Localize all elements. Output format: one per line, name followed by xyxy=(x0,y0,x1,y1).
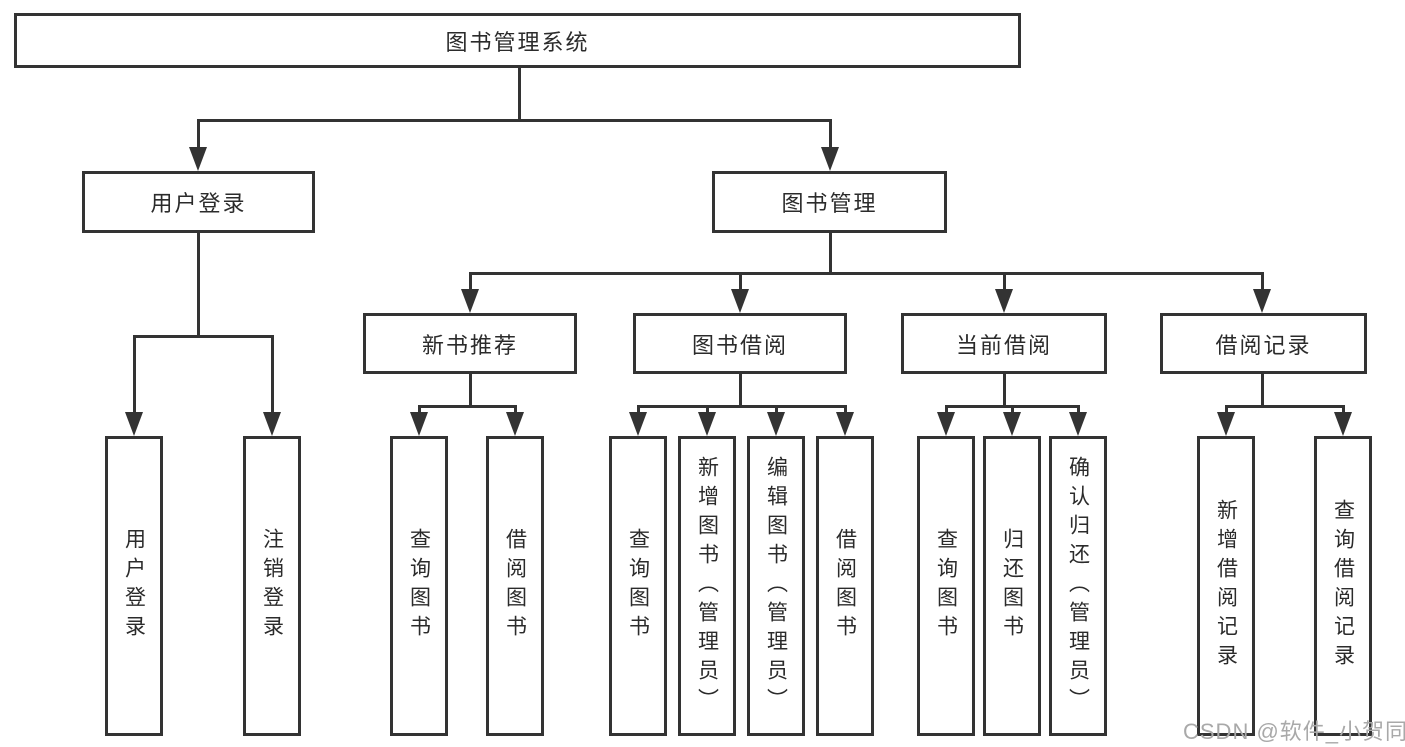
node-label: 当前借阅 xyxy=(955,332,1052,358)
connector-new-book-rec-children xyxy=(418,405,517,408)
connector-user-login-children xyxy=(133,335,274,338)
arrowhead-user-login xyxy=(189,147,207,171)
node-label: 用户登录 xyxy=(122,528,146,644)
connector-cur-return-stub xyxy=(1011,405,1014,415)
connector-bor-query-stub xyxy=(637,405,640,415)
connector-brec-add-stub xyxy=(1225,405,1228,415)
connector-rec-query-stub xyxy=(418,405,421,415)
connector-cur-query-stub xyxy=(945,405,948,415)
connector-book-borrow-stub xyxy=(739,272,742,292)
connector-level3 xyxy=(469,272,1264,275)
connector-user-login-stub xyxy=(197,119,200,150)
node-leaf-bor-edit-books-admin: 编辑图书（管理员） xyxy=(747,436,805,736)
connector-book-borrow-down xyxy=(739,374,742,405)
connector-cur-confirm-stub xyxy=(1077,405,1080,415)
connector-current-borrow-down xyxy=(1003,374,1006,405)
node-label: 借阅图书 xyxy=(833,528,857,644)
node-label: 查询图书 xyxy=(934,528,958,644)
node-leaf-bor-borrow-books: 借阅图书 xyxy=(816,436,874,736)
connector-current-borrow-stub xyxy=(1003,272,1006,292)
arrowhead-cur-return xyxy=(1003,412,1021,436)
node-label: 借阅图书 xyxy=(503,528,527,644)
arrowhead-cur-confirm xyxy=(1069,412,1087,436)
connector-brec-query-stub xyxy=(1342,405,1345,415)
node-label: 图书借阅 xyxy=(691,332,788,358)
node-book-borrow: 图书借阅 xyxy=(633,313,847,374)
connector-borrow-records-stub xyxy=(1261,272,1264,292)
arrowhead-book-borrow xyxy=(731,289,749,313)
node-current-borrow: 当前借阅 xyxy=(901,313,1107,374)
connector-bor-edit-stub xyxy=(775,405,778,415)
node-library-management-system: 图书管理系统 xyxy=(14,13,1021,68)
node-label: 归还图书 xyxy=(1000,528,1024,644)
node-label: 编辑图书（管理员） xyxy=(764,455,788,717)
connector-borrow-records-children xyxy=(1225,405,1345,408)
node-label: 图书管理 xyxy=(781,191,878,216)
connector-rec-borrow-stub xyxy=(514,405,517,415)
arrowhead-borrow-records xyxy=(1253,289,1271,313)
connector-book-mgmt-stub xyxy=(829,119,832,150)
node-leaf-cur-confirm-return-admin: 确认归还（管理员） xyxy=(1049,436,1107,736)
arrowhead-new-book-rec xyxy=(461,289,479,313)
node-leaf-bor-query-books: 查询图书 xyxy=(609,436,667,736)
node-leaf-cur-return-books: 归还图书 xyxy=(983,436,1041,736)
node-leaf-cur-query-books: 查询图书 xyxy=(917,436,975,736)
connector-user-login-down xyxy=(197,233,200,335)
arrowhead-rec-borrow xyxy=(506,412,524,436)
node-label: 查询图书 xyxy=(407,528,431,644)
node-borrow-records: 借阅记录 xyxy=(1160,313,1367,374)
connector-level2 xyxy=(197,119,831,122)
node-label: 图书管理系统 xyxy=(445,29,590,55)
node-label: 新书推荐 xyxy=(421,332,518,358)
connector-new-book-rec-stub xyxy=(469,272,472,292)
arrowhead-bor-borrow xyxy=(836,412,854,436)
connector-book-mgmt-down xyxy=(829,233,832,272)
node-leaf-rec-borrow-books: 借阅图书 xyxy=(486,436,544,736)
connector-login-stub xyxy=(133,335,136,415)
connector-bor-borrow-stub xyxy=(844,405,847,415)
arrowhead-brec-query xyxy=(1334,412,1352,436)
arrowhead-bor-edit xyxy=(767,412,785,436)
node-leaf-bor-add-books-admin: 新增图书（管理员） xyxy=(678,436,736,736)
arrowhead-current-borrow xyxy=(995,289,1013,313)
node-label: 查询借阅记录 xyxy=(1331,499,1355,673)
arrowhead-bor-add xyxy=(698,412,716,436)
connector-book-borrow-children xyxy=(637,405,847,408)
arrowhead-login xyxy=(125,412,143,436)
connector-root-stub xyxy=(518,68,521,119)
node-new-book-rec: 新书推荐 xyxy=(363,313,577,374)
node-leaf-rec-query-books: 查询图书 xyxy=(390,436,448,736)
csdn-watermark: CSDN @软件_小贺同学 xyxy=(1183,719,1405,744)
arrowhead-book-mgmt xyxy=(821,147,839,171)
node-leaf-logout: 注销登录 xyxy=(243,436,301,736)
arrowhead-cur-query xyxy=(937,412,955,436)
connector-bor-add-stub xyxy=(706,405,709,415)
node-leaf-brec-add-record: 新增借阅记录 xyxy=(1197,436,1255,736)
arrowhead-rec-query xyxy=(410,412,428,436)
node-label: 借阅记录 xyxy=(1215,332,1312,358)
node-label: 新增借阅记录 xyxy=(1214,499,1238,673)
arrowhead-logout xyxy=(263,412,281,436)
node-label: 新增图书（管理员） xyxy=(695,455,719,717)
node-label: 注销登录 xyxy=(260,528,284,644)
connector-borrow-records-down xyxy=(1261,374,1264,405)
node-user-login: 用户登录 xyxy=(82,171,315,233)
connector-logout-stub xyxy=(271,335,274,415)
node-book-mgmt: 图书管理 xyxy=(712,171,947,233)
node-leaf-user-login: 用户登录 xyxy=(105,436,163,736)
node-label: 用户登录 xyxy=(150,191,247,216)
arrowhead-bor-query xyxy=(629,412,647,436)
node-label: 查询图书 xyxy=(626,528,650,644)
connector-new-book-rec-down xyxy=(469,374,472,405)
node-label: 确认归还（管理员） xyxy=(1066,455,1090,717)
node-leaf-brec-query-record: 查询借阅记录 xyxy=(1314,436,1372,736)
arrowhead-brec-add xyxy=(1217,412,1235,436)
